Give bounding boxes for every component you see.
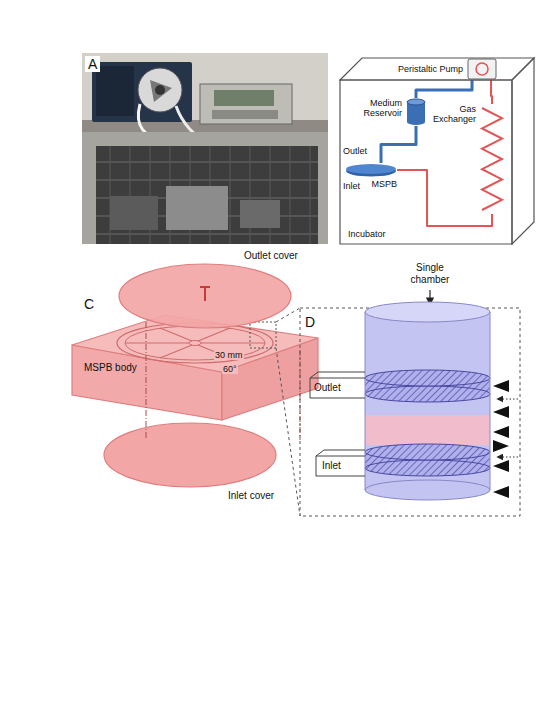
part-name: Inlet cover [228,490,274,502]
tubing-connector [397,170,492,226]
chamber-detail [365,312,490,490]
disc-top [346,164,396,174]
part-name: MSPB body [84,362,137,374]
chamber-detail [316,450,365,476]
coil-symbol [479,104,505,214]
photo-panel [212,110,278,119]
pump-head [476,63,488,75]
reservoir-lid [407,99,425,105]
bioreactor-symbol [345,163,397,177]
photo-panel [96,162,318,234]
chamber-detail [497,399,518,400]
node-label: Gas Exchanger [430,104,476,125]
chamber-detail [365,444,490,460]
pump-symbol [467,58,497,80]
coil [482,108,502,210]
photo-panel [82,132,328,244]
chamber-detail [497,457,518,458]
incubator-face [512,58,534,244]
pump-box: Peristaltic Pump [398,58,497,80]
incubator-face [340,80,512,244]
chamber-detail [493,426,509,438]
photo-panel [240,200,280,228]
reservoir-symbol [406,98,426,126]
photo-panel [82,53,328,244]
panel-letter: A [85,56,100,72]
photo-panel [155,85,165,95]
chamber-detail [365,415,490,445]
reservoir-base [407,119,425,125]
photo-panel [92,62,192,122]
bioreactor-exploded [189,341,201,346]
port-label: Inlet [322,460,341,472]
photo-panel [82,53,328,244]
chamber-detail [365,460,490,476]
chamber-detail [365,370,490,386]
tubing-connector [381,126,416,163]
photo-panel [138,68,182,112]
photo-panel [166,186,228,230]
port-label: Outlet [343,146,367,156]
chamber-detail [365,312,490,490]
node-label: MSPB [371,179,397,189]
panel-letter: D [305,314,315,330]
pump-body [468,59,496,79]
chamber-detail [365,302,490,322]
photo-panel [214,90,274,106]
photo-panel [200,84,292,124]
chamber-detail [310,372,365,398]
chamber-detail [493,460,509,472]
incubator-box: Incubator Peristaltic PumpMedium Reservoi… [338,55,538,245]
gas-exchanger-coil: Gas Exchanger [430,104,505,214]
chamber-detail [365,480,490,500]
photo-panel [82,53,328,131]
chamber-detail [493,406,509,418]
chamber-detail [300,308,520,516]
port-label: Outlet [314,382,341,394]
chamber-detail [276,290,520,516]
chamber-detail [493,486,509,498]
chamber-detail [493,440,509,452]
tubing-connector [416,80,472,98]
bioreactor-exploded [125,328,265,358]
angle-dimension: 60° [222,364,238,374]
part-name: Outlet cover [244,250,298,262]
panel-letter: C [84,296,94,312]
photo-panel [150,80,172,102]
tubing-connector [490,80,493,104]
chamber-detail [365,386,490,402]
photo-panel [96,66,134,116]
incubator-face [340,58,534,80]
port-label: Inlet [343,181,360,191]
bioreactor-exploded [119,264,291,328]
chamber-detail [493,380,509,392]
node-label: Incubator [348,229,386,239]
node-label: Medium Reservoir [352,98,402,119]
incubator-outline [338,55,538,245]
bioreactor-exploded [72,264,318,487]
chamber-detail [276,308,300,322]
part-name: Single chamber [404,262,456,285]
bioreactor-exploded [146,322,300,440]
node-label: Peristaltic Pump [398,64,463,74]
bioreactor-exploded [250,322,276,348]
photo-panel [96,146,318,244]
photo-panel [110,146,310,244]
dimension: 30 mm [214,350,244,360]
bioreactor-exploded [104,423,276,487]
photo-panel [110,196,158,230]
bioreactor-exploded [125,326,265,360]
bioreactor-exploded [200,286,210,301]
reservoir-cylinder: Medium Reservoir [352,98,426,126]
chamber-detail [276,348,300,516]
